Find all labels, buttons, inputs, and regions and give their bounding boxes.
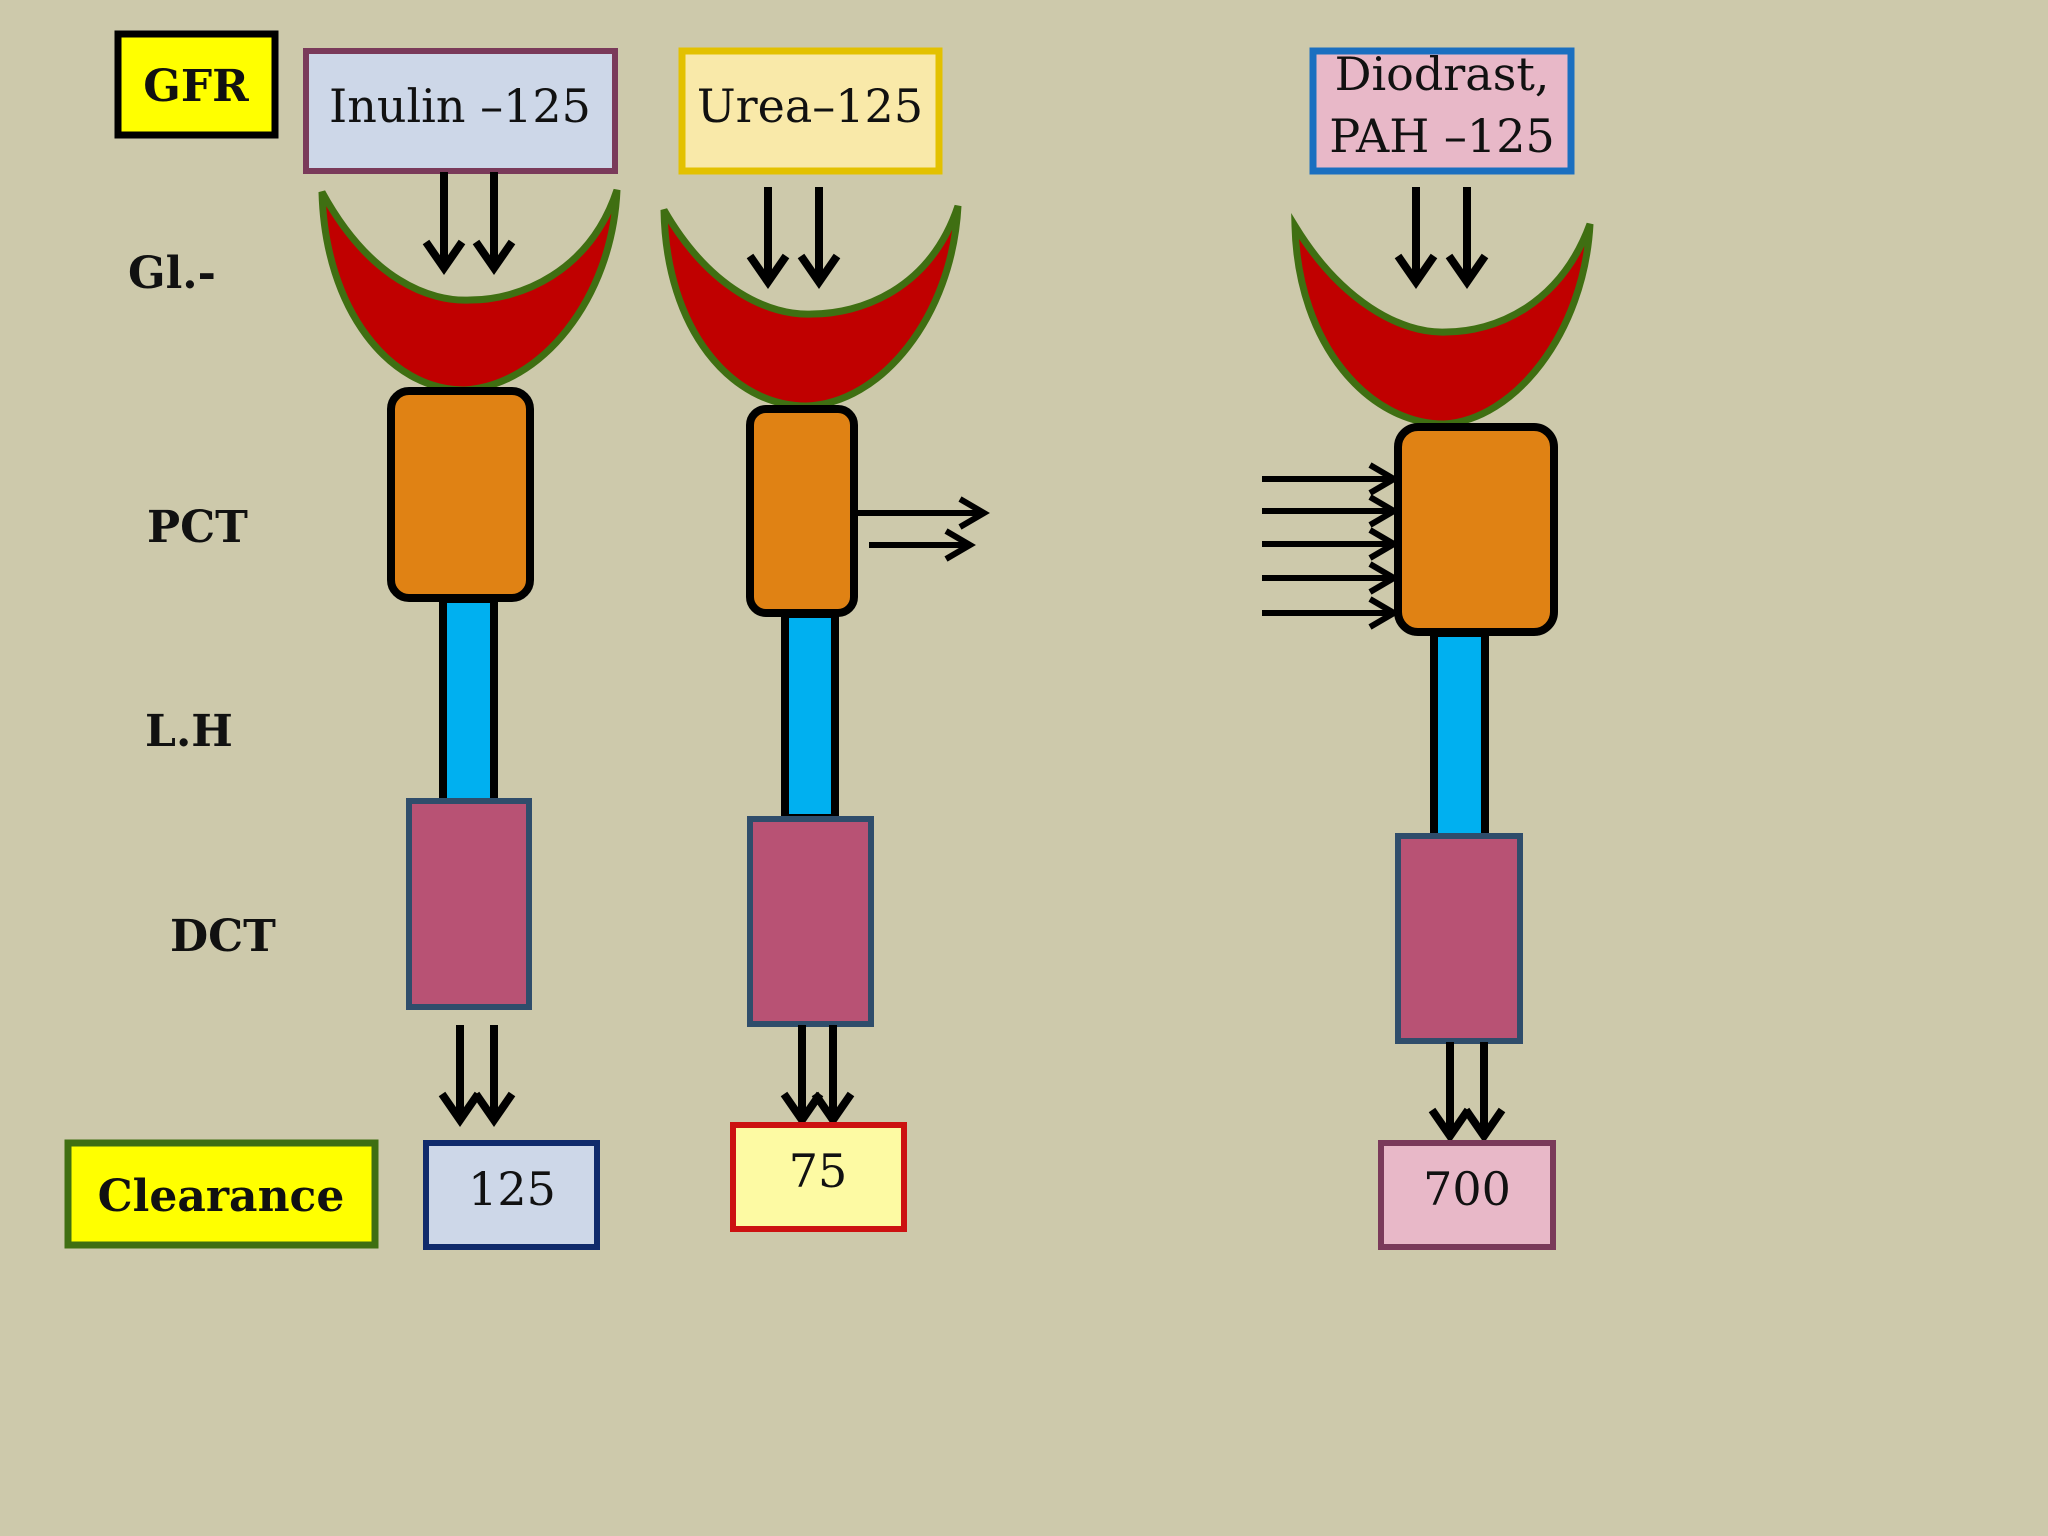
pct-segment-inulin — [387, 387, 534, 602]
header-text-inulin: Inulin –125 — [329, 79, 591, 133]
glomerulus-row-label: Gl.- — [128, 248, 216, 299]
pct-segment-urea — [746, 405, 858, 617]
loop-of-henle-row-label: L.H — [145, 706, 233, 757]
clearance-box-urea: 75 — [730, 1122, 907, 1232]
glomerulus-cup-inulin — [318, 188, 621, 394]
nephron-diodrast-pah: Diodrast, PAH –125 — [1262, 47, 1594, 1250]
header-text-pah-line2: PAH –125 — [1329, 109, 1555, 163]
excretion-arrows-diodrast-pah — [1432, 1042, 1502, 1136]
dct-row-label: DCT — [170, 911, 276, 962]
loop-segment-inulin — [439, 595, 498, 806]
loop-segment-diodrast-pah — [1430, 629, 1489, 841]
excretion-arrows-urea — [784, 1025, 851, 1120]
glomerulus-cup-diodrast-pah — [1291, 212, 1594, 428]
reabsorption-arrows-urea — [856, 496, 990, 562]
header-text-urea: Urea–125 — [697, 79, 923, 133]
glomerulus-cup-urea — [660, 204, 962, 410]
clearance-box-diodrast-pah: 700 — [1378, 1140, 1556, 1250]
gfr-text: GFR — [143, 61, 249, 112]
loop-segment-urea — [781, 610, 839, 822]
excretion-arrows-inulin — [442, 1025, 512, 1120]
clearance-value-diodrast-pah: 700 — [1423, 1162, 1511, 1216]
clearance-text: Clearance — [98, 1171, 345, 1222]
dct-segment-inulin — [406, 798, 532, 1010]
pct-row-label: PCT — [147, 502, 248, 553]
nephron-urea: Urea–125 75 — [660, 47, 990, 1232]
clearance-box-inulin: 125 — [423, 1140, 600, 1250]
clearance-label: Clearance — [64, 1139, 379, 1249]
clearance-value-urea: 75 — [789, 1144, 848, 1198]
nephron-inulin: Inulin –125 125 — [303, 48, 621, 1250]
filtration-arrows-inulin — [426, 172, 512, 268]
dct-segment-diodrast-pah — [1395, 833, 1523, 1044]
header-box-urea: Urea–125 — [678, 47, 943, 175]
dct-segment-urea — [747, 816, 874, 1027]
gfr-label: GFR — [114, 30, 279, 139]
header-box-diodrast-pah: Diodrast, PAH –125 — [1309, 47, 1575, 175]
filtration-arrows-diodrast-pah — [1398, 187, 1485, 282]
header-box-inulin: Inulin –125 — [303, 48, 618, 174]
filtration-arrows-urea — [750, 187, 837, 282]
pct-segment-diodrast-pah — [1394, 423, 1558, 636]
header-text-diodrast-line1: Diodrast, — [1335, 47, 1550, 101]
clearance-value-inulin: 125 — [468, 1162, 556, 1216]
secretion-arrows-diodrast-pah — [1262, 462, 1400, 630]
